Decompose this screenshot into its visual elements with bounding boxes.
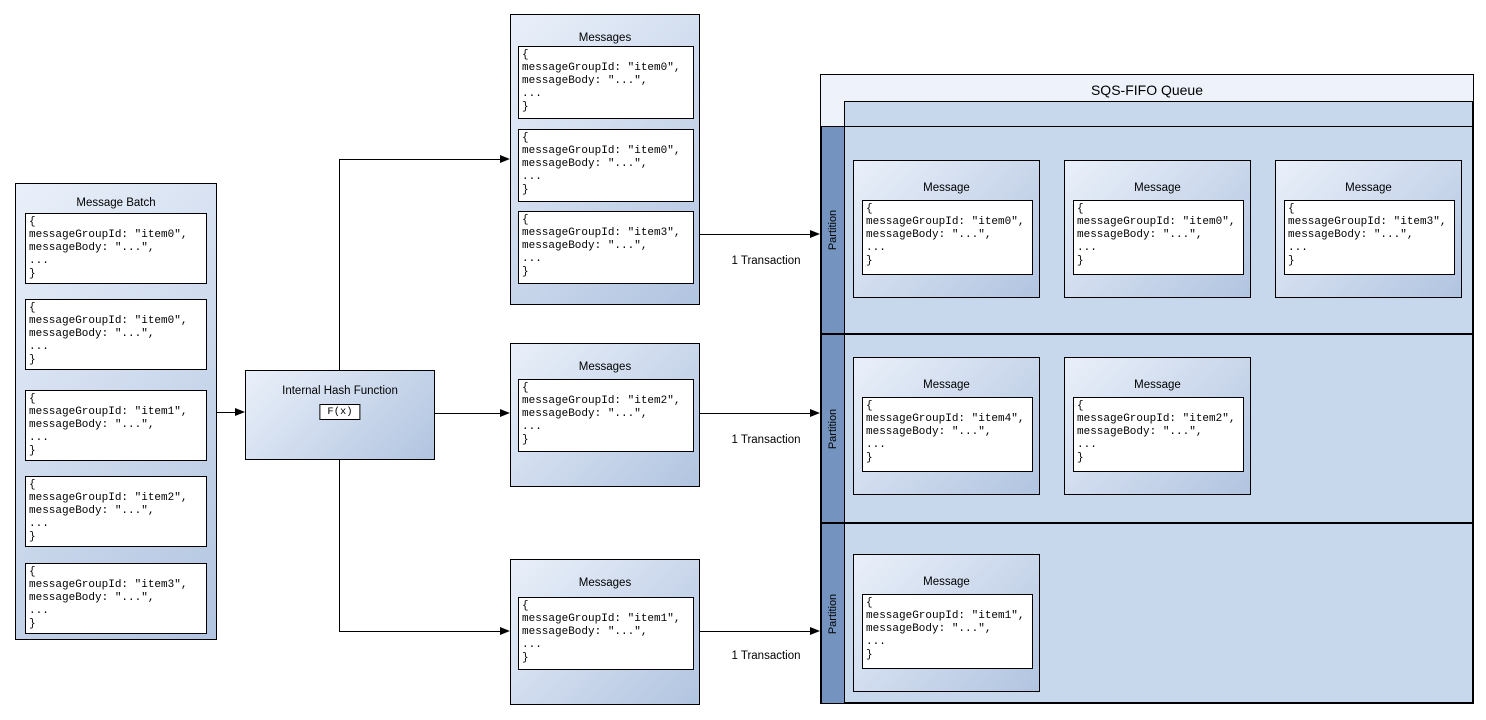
- message-json: { messageGroupId: "item0", messageBody: …: [29, 216, 188, 280]
- queue-message-card: { messageGroupId: "item0", messageBody: …: [1073, 200, 1244, 275]
- queue-message-box: Message { messageGroupId: "item0", messa…: [853, 160, 1040, 298]
- queue-message-title: Message: [923, 182, 970, 194]
- messages-group-3: Messages { messageGroupId: "item1", mess…: [510, 559, 700, 705]
- queue-title: SQS-FIFO Queue: [1090, 82, 1204, 98]
- message-json: { messageGroupId: "item4", messageBody: …: [866, 400, 1025, 464]
- arrow-group1-to-partition1: [700, 234, 810, 235]
- partition-label: Partition: [827, 593, 839, 634]
- group-message-card: { messageGroupId: "item3", messageBody: …: [518, 211, 694, 284]
- partition-label-stripe: Partition: [822, 335, 845, 522]
- message-batch-title: Message Batch: [76, 197, 156, 209]
- arrow-group2-to-partition2: [700, 413, 810, 414]
- message-json: { messageGroupId: "item0", messageBody: …: [866, 203, 1025, 267]
- queue-message-card: { messageGroupId: "item3", messageBody: …: [1284, 200, 1455, 275]
- partition-label: Partition: [827, 408, 839, 449]
- message-json: { messageGroupId: "item1", messageBody: …: [866, 597, 1025, 661]
- message-json: { messageGroupId: "item1", messageBody: …: [522, 600, 681, 664]
- partition-label: Partition: [827, 209, 839, 251]
- arrow-batch-to-hash: [217, 412, 236, 413]
- batch-message-card: { messageGroupId: "item2", messageBody: …: [25, 476, 207, 547]
- queue-message-card: { messageGroupId: "item4", messageBody: …: [862, 397, 1033, 472]
- message-json: { messageGroupId: "item0", messageBody: …: [522, 132, 681, 196]
- arrowhead-icon: [500, 155, 510, 163]
- queue-message-card: { messageGroupId: "item1", messageBody: …: [862, 594, 1033, 669]
- partition-lane-1: Partition Message { messageGroupId: "ite…: [821, 126, 1474, 334]
- queue-message-title: Message: [1134, 379, 1181, 391]
- messages-group-2: Messages { messageGroupId: "item2", mess…: [510, 343, 700, 487]
- group-message-card: { messageGroupId: "item2", messageBody: …: [518, 379, 694, 452]
- queue-message-title: Message: [1345, 182, 1392, 194]
- messages-group-1: Messages { messageGroupId: "item0", mess…: [510, 14, 700, 305]
- queue-message-box: Message { messageGroupId: "item4", messa…: [853, 357, 1040, 495]
- arrow-hash-to-group3: [339, 631, 500, 632]
- message-json: { messageGroupId: "item3", messageBody: …: [522, 214, 681, 278]
- group-message-card: { messageGroupId: "item0", messageBody: …: [518, 129, 694, 202]
- message-json: { messageGroupId: "item2", messageBody: …: [522, 382, 681, 446]
- arrowhead-icon: [810, 409, 820, 417]
- message-json: { messageGroupId: "item2", messageBody: …: [1077, 400, 1236, 464]
- arrow-hash-branch-down: [339, 460, 340, 632]
- partition-lane-2: Partition Message { messageGroupId: "ite…: [821, 334, 1474, 523]
- arrow-hash-to-group1: [339, 159, 500, 160]
- partition-label-stripe: Partition: [822, 524, 845, 703]
- message-json: { messageGroupId: "item1", messageBody: …: [29, 393, 188, 457]
- arrow-hash-to-group2: [435, 413, 500, 414]
- queue-message-title: Message: [923, 576, 970, 588]
- arrow-group3-to-partition3: [700, 631, 810, 632]
- message-json: { messageGroupId: "item3", messageBody: …: [1288, 203, 1447, 267]
- arrowhead-icon: [810, 230, 820, 238]
- message-json: { messageGroupId: "item0", messageBody: …: [29, 302, 188, 366]
- queue-message-box: Message { messageGroupId: "item0", messa…: [1064, 160, 1251, 298]
- partition-lane-3: Partition Message { messageGroupId: "ite…: [821, 523, 1474, 704]
- message-json: { messageGroupId: "item0", messageBody: …: [522, 49, 681, 113]
- message-json: { messageGroupId: "item0", messageBody: …: [1077, 203, 1236, 267]
- group-message-card: { messageGroupId: "item1", messageBody: …: [518, 597, 694, 670]
- group-message-card: { messageGroupId: "item0", messageBody: …: [518, 46, 694, 119]
- queue-message-box: Message { messageGroupId: "item2", messa…: [1064, 357, 1251, 495]
- partition-label-stripe: Partition: [822, 127, 845, 333]
- queue-message-box: Message { messageGroupId: "item3", messa…: [1275, 160, 1462, 298]
- messages-group-title: Messages: [578, 361, 632, 373]
- hash-fx-badge: F(x): [319, 404, 361, 420]
- sqs-fifo-queue-box: SQS-FIFO Queue Partition Message { messa…: [820, 74, 1474, 704]
- batch-message-card: { messageGroupId: "item0", messageBody: …: [25, 299, 207, 370]
- message-json: { messageGroupId: "item3", messageBody: …: [29, 566, 188, 630]
- queue-message-box: Message { messageGroupId: "item1", messa…: [853, 554, 1040, 692]
- transaction-label: 1 Transaction: [731, 650, 801, 662]
- batch-message-card: { messageGroupId: "item0", messageBody: …: [25, 213, 207, 284]
- arrowhead-icon: [500, 627, 510, 635]
- batch-message-card: { messageGroupId: "item3", messageBody: …: [25, 563, 207, 634]
- transaction-label: 1 Transaction: [731, 434, 801, 446]
- hash-function-title: Internal Hash Function: [282, 385, 398, 397]
- transaction-label: 1 Transaction: [731, 255, 801, 267]
- messages-group-title: Messages: [578, 32, 632, 44]
- arrow-hash-branch-up: [339, 159, 340, 370]
- queue-message-title: Message: [923, 379, 970, 391]
- batch-message-card: { messageGroupId: "item1", messageBody: …: [25, 390, 207, 461]
- message-batch-box: Message Batch { messageGroupId: "item0",…: [15, 183, 217, 640]
- hash-function-box: Internal Hash Function F(x): [245, 370, 435, 460]
- arrowhead-icon: [810, 627, 820, 635]
- queue-message-card: { messageGroupId: "item2", messageBody: …: [1073, 397, 1244, 472]
- arrowhead-icon: [235, 408, 245, 416]
- message-json: { messageGroupId: "item2", messageBody: …: [29, 479, 188, 543]
- queue-message-card: { messageGroupId: "item0", messageBody: …: [862, 200, 1033, 275]
- messages-group-title: Messages: [578, 577, 632, 589]
- arrowhead-icon: [500, 409, 510, 417]
- queue-message-title: Message: [1134, 182, 1181, 194]
